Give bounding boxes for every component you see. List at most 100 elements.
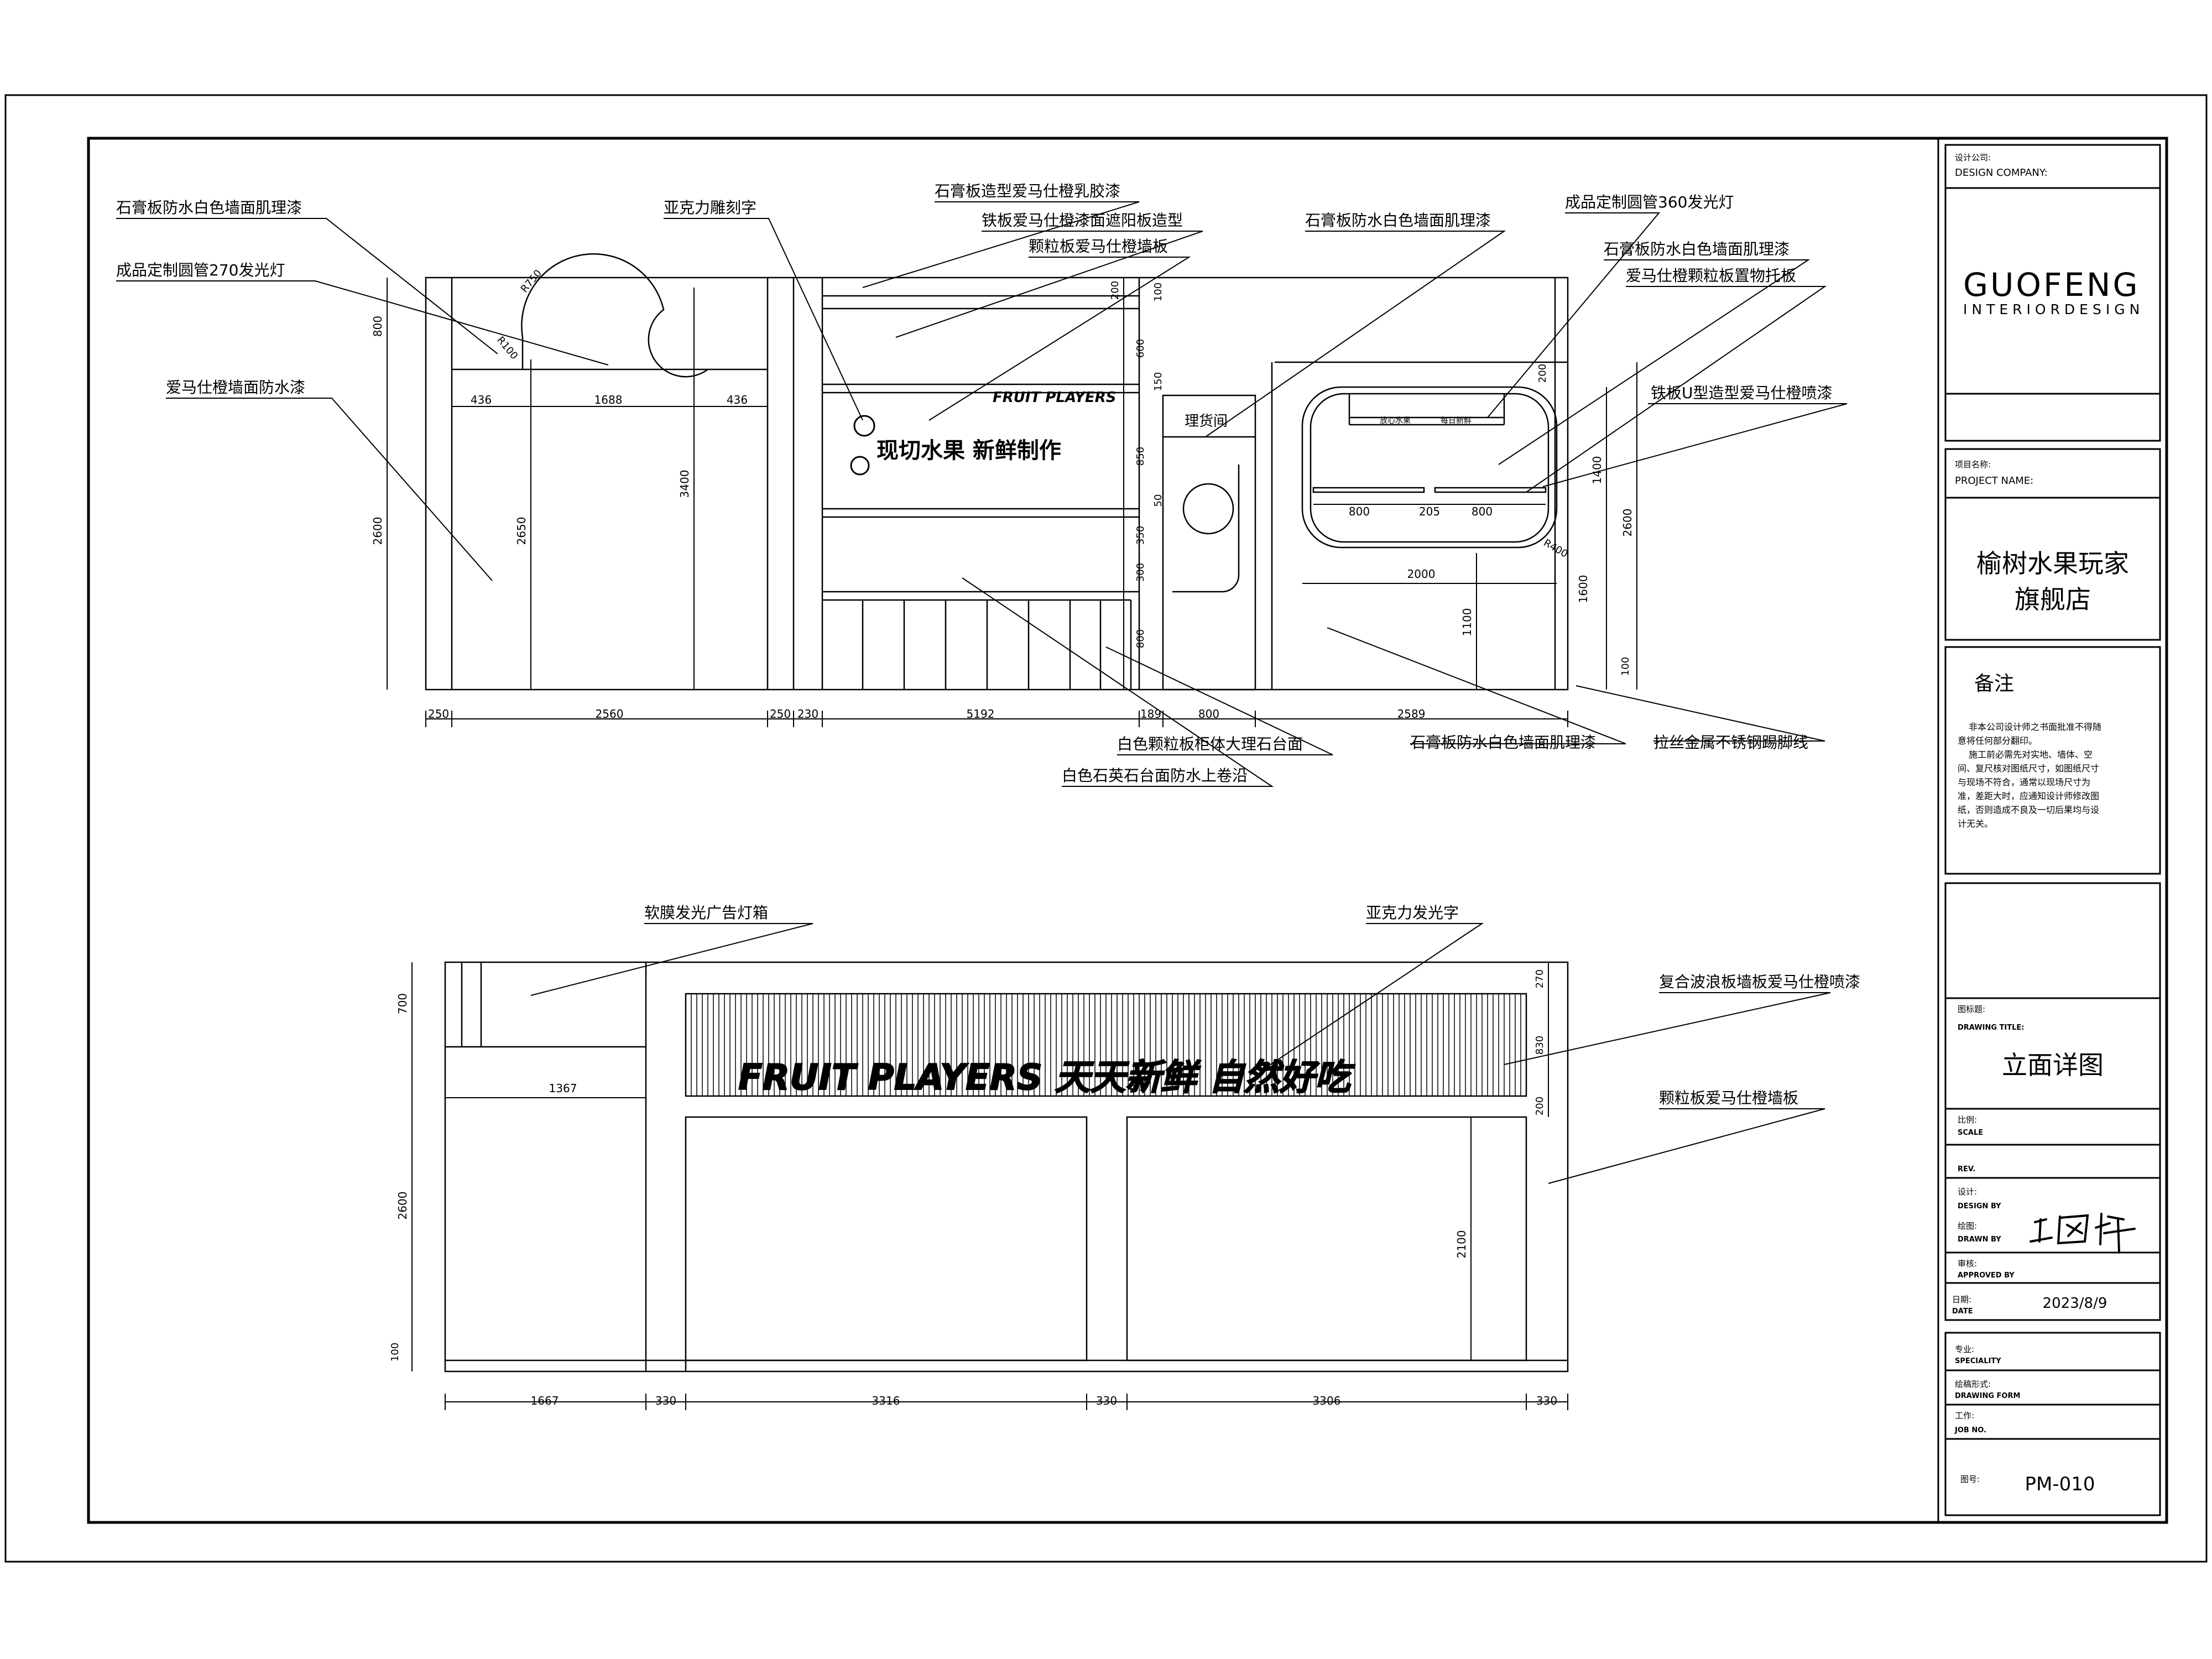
- drawn-by-label-en: DRAWN BY: [1958, 1235, 2001, 1244]
- shelf-dim-gap: 205: [1419, 505, 1440, 518]
- lightbox-width-dim: 1367: [549, 1082, 577, 1095]
- company-logo-main: GUOFENG: [1963, 266, 2140, 304]
- orange-wall-panel-right: [1126, 1116, 1527, 1361]
- callout-gypsum-white-texture-1: 石膏板防水白色墙面肌理漆: [116, 199, 302, 217]
- orange-slice-icon: [853, 415, 875, 437]
- counter-vdim-300: 300: [1135, 563, 1146, 582]
- top-left-vdim-800: 800: [371, 316, 384, 337]
- notes-line-8: 计无关。: [1958, 818, 1993, 829]
- callout-iron-sunshade: 铁板爱马仕橙漆面遮阳板造型: [982, 211, 1183, 229]
- company-logo-sub: INTERIORDESIGN: [1963, 301, 2144, 317]
- callout-acrylic-carved-text: 亚克力雕刻字: [664, 199, 757, 217]
- date-label-cn: 日期:: [1952, 1295, 1971, 1305]
- counter-vdim-200: 200: [1109, 281, 1121, 300]
- arch-dim-center: 1688: [594, 393, 623, 406]
- top-dim-4: 230: [797, 707, 818, 721]
- specialty-label-en: SPECIALITY: [1955, 1357, 2001, 1365]
- callout-gypsum-white-texture-3: 石膏板防水白色墙面肌理漆: [1604, 240, 1790, 258]
- callout-gypsum-orange-latex: 石膏板造型爱马仕橙乳胶漆: [935, 182, 1120, 200]
- bottom-right-vdim-2100: 2100: [1455, 1230, 1468, 1259]
- bottom-left-vdim-2600: 2600: [396, 1192, 409, 1220]
- window-vdim-200: 200: [1537, 364, 1548, 383]
- drawing-form-label-cn: 绘稿形式:: [1955, 1379, 1991, 1389]
- callout-particle-board-orange: 颗粒板爱马仕橙墙板: [1029, 237, 1168, 255]
- drawing-frame-border: [87, 137, 2168, 1524]
- notes-line-4: 间、复尺核对图纸尺寸，如图纸尺寸: [1958, 763, 2099, 774]
- design-by-label-cn: 设计:: [1958, 1187, 1977, 1197]
- counter-vdim-150: 150: [1152, 372, 1164, 391]
- top-inner-vdim-2650: 2650: [515, 517, 528, 545]
- callout-gypsum-white-texture-4: 石膏板防水白色墙面肌理漆: [1410, 733, 1596, 752]
- shelf-dim-right: 800: [1472, 505, 1493, 518]
- counter-vdim-350: 350: [1135, 526, 1146, 545]
- bottom-callout-leaders: [530, 923, 1831, 1184]
- project-name-label-en: PROJECT NAME:: [1955, 475, 2033, 487]
- design-company-label-en: DESIGN COMPANY:: [1955, 167, 2048, 179]
- top-dim-1: 250: [428, 707, 449, 721]
- u-shape-window: [1301, 386, 1558, 549]
- notes-line-2: 意将任何部分翻印。: [1958, 735, 2037, 746]
- drawing-title: 立面详图: [2002, 1050, 2104, 1080]
- bottom-dim-6: 330: [1536, 1394, 1557, 1407]
- approved-by-label-cn: 审核:: [1958, 1259, 1977, 1269]
- drawing-number: PM-010: [2025, 1473, 2095, 1495]
- bottom-left-vdim-100: 100: [389, 1343, 401, 1361]
- callout-gypsum-white-texture-2: 石膏板防水白色墙面肌理漆: [1305, 211, 1491, 229]
- drawing-title-label-en: DRAWING TITLE:: [1958, 1024, 2024, 1032]
- top-dim-3: 250: [770, 707, 791, 721]
- top-signage-slogan: 现切水果 新鲜制作: [877, 438, 1061, 463]
- top-dim-7: 800: [1198, 707, 1219, 721]
- callout-orange-shelf-board: 爱马仕橙颗粒板置物托板: [1626, 267, 1796, 285]
- counter-vdim-100: 100: [1152, 283, 1164, 301]
- notes-panel: [1944, 646, 2161, 875]
- scale-label-en: SCALE: [1958, 1129, 1983, 1137]
- display-shelf-right: [1434, 487, 1547, 493]
- callout-acrylic-luminous-text: 亚克力发光字: [1366, 904, 1459, 922]
- arch-dim-left: 436: [471, 393, 492, 406]
- orange-wall-panel-left: [685, 1116, 1088, 1361]
- top-left-vdim-2600: 2600: [371, 517, 384, 545]
- top-signage-brand: FRUIT PLAYERS: [993, 389, 1116, 406]
- window-width-dim: 2000: [1407, 567, 1436, 581]
- window-sign-left: 放心水果: [1380, 416, 1411, 425]
- counter-vdim-600: 600: [1135, 339, 1146, 358]
- design-by-label-en: DESIGN BY: [1958, 1202, 2001, 1211]
- project-title-line1: 榆树水果玩家: [1976, 549, 2129, 578]
- callout-wave-board-orange: 复合波浪板墙板爱马仕橙喷漆: [1659, 973, 1860, 991]
- project-title-line2: 旗舰店: [2015, 585, 2091, 614]
- callout-tube-light-360: 成品定制圆管360发光灯: [1565, 193, 1734, 211]
- notes-line-6: 准，差距大时，应通知设计师修改图: [1958, 791, 2099, 801]
- top-callout-leaders: [116, 201, 1848, 787]
- bottom-right-vdim-200: 200: [1534, 1097, 1546, 1115]
- job-label-en: JOB NO.: [1954, 1426, 1986, 1434]
- outer-sheet-border: [4, 94, 2208, 1563]
- bottom-elevation-outline: [444, 961, 1569, 1373]
- top-dim-8: 2589: [1397, 707, 1426, 721]
- drawing-title-label-cn: 图标题:: [1958, 1004, 1985, 1014]
- notes-line-5: 与现场不符合，通常以现场尺寸为: [1958, 777, 2090, 787]
- wave-panel-ribs: [691, 994, 1521, 1096]
- date-value: 2023/8/9: [2043, 1295, 2107, 1312]
- drawing-info-panel: [1944, 882, 2161, 1321]
- scale-label-cn: 比例:: [1958, 1115, 1977, 1125]
- lemon-slice-icon: [850, 456, 870, 476]
- right-vdim-2600: 2600: [1621, 509, 1634, 537]
- design-company-label-cn: 设计公司:: [1955, 153, 1991, 163]
- job-panel: [1944, 1332, 2161, 1516]
- bottom-right-vdim-830: 830: [1534, 1036, 1546, 1055]
- storage-door: [1162, 394, 1256, 691]
- arch-opening: [521, 253, 708, 378]
- display-shelf-left: [1312, 487, 1425, 493]
- bottom-right-vdim-270: 270: [1534, 969, 1546, 988]
- drawing-form-label-en: DRAWING FORM: [1955, 1392, 2020, 1400]
- title-block: [1937, 138, 2161, 1522]
- counter-vdim-50: 50: [1152, 494, 1164, 507]
- callout-softfilm-lightbox: 软膜发光广告灯箱: [644, 904, 768, 922]
- notes-line-3: 施工前必需先对实地、墙体、空: [1969, 749, 2093, 760]
- window-sill-height-dim: 1100: [1460, 608, 1474, 637]
- bottom-dim-2: 330: [655, 1394, 676, 1407]
- drawn-by-label-cn: 绘图:: [1958, 1221, 1977, 1231]
- shelf-dim-left: 800: [1349, 505, 1370, 518]
- counter-vdim-800: 800: [1135, 629, 1146, 648]
